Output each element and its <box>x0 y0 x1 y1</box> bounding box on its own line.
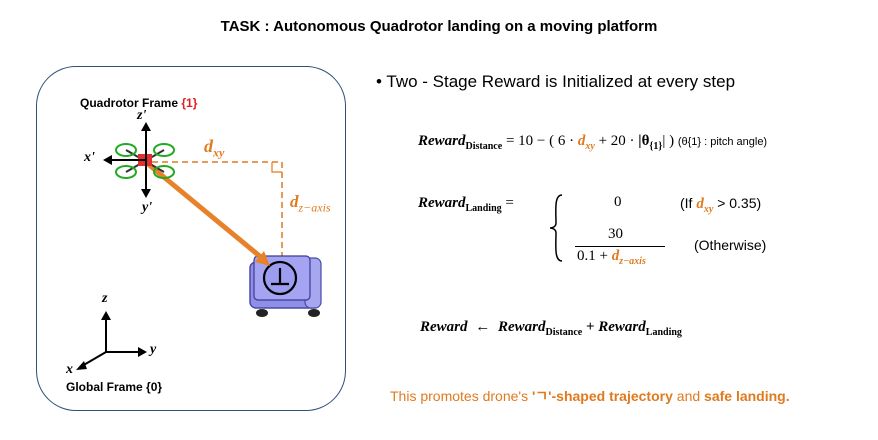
quad-x-label: x' <box>84 150 95 165</box>
quad-z-label: z' <box>137 108 147 123</box>
quad-frame-label: Quadrotor Frame {1} <box>80 96 198 110</box>
fraction-line <box>575 246 665 247</box>
case1-condition: (If dxy > 0.35) <box>680 195 762 215</box>
reward-landing-lhs: RewardLanding = <box>418 195 514 214</box>
global-y-label: y <box>150 342 157 357</box>
reward-distance-equation: RewardDistance = 10 − ( 6 · dxy + 20 · |… <box>418 133 768 152</box>
case2-denominator: 0.1 + dz−axis <box>577 248 646 267</box>
dz-label: dz−axis <box>290 192 331 215</box>
page-title: TASK : Autonomous Quadrotor landing on a… <box>220 18 658 35</box>
cases-brace <box>549 194 563 262</box>
global-frame-label: Global Frame {0} <box>66 380 163 394</box>
pitch-angle-note: (θ{1} : pitch angle) <box>677 136 768 148</box>
global-z-label: z <box>102 291 108 306</box>
dxy-label: dxy <box>204 136 225 160</box>
case2-numerator: 30 <box>608 226 623 242</box>
global-x-label: x <box>66 362 73 377</box>
global-x-axis <box>81 351 107 367</box>
landing-platform <box>249 255 322 317</box>
drone-to-platform-arrow <box>146 162 264 260</box>
trajectory-note: This promotes drone's 'ㄱ'-shaped traject… <box>390 388 790 404</box>
right-angle-mark <box>271 162 282 173</box>
case2-condition: (Otherwise) <box>694 237 767 253</box>
arrow-head <box>255 251 270 266</box>
case1-value: 0 <box>614 194 622 210</box>
diagram-graphics <box>76 122 322 370</box>
bullet-text: • Two - Stage Reward is Initialized at e… <box>376 72 736 91</box>
diagram-panel <box>36 66 346 411</box>
quad-y-label: y' <box>142 200 153 215</box>
total-reward-equation: Reward ← RewardDistance + RewardLanding <box>420 319 682 338</box>
